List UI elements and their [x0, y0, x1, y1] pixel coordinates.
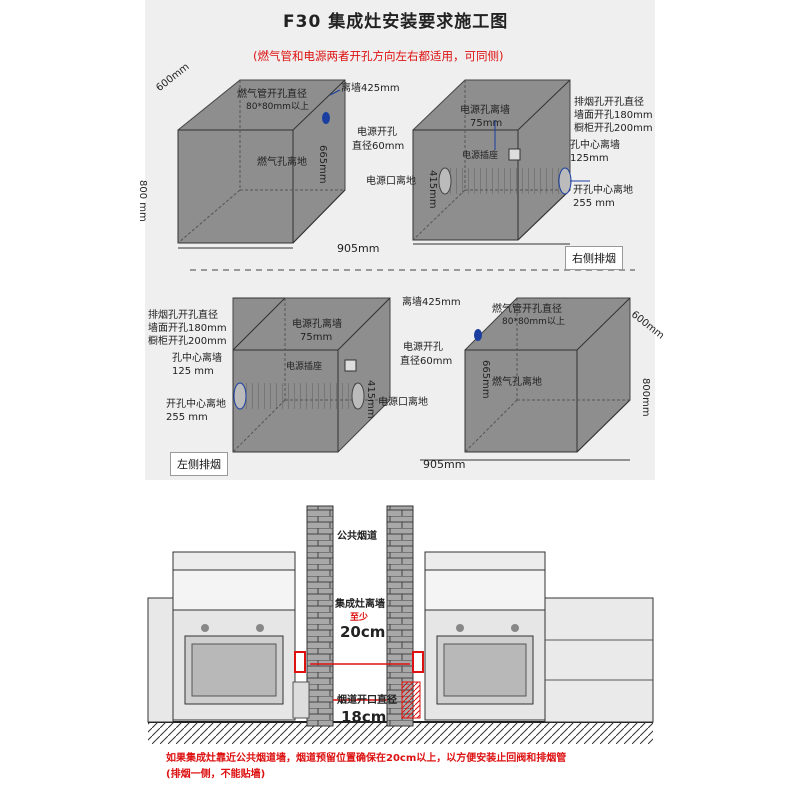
cabinet-top-left	[177, 79, 346, 249]
power-hole-label: 电源开孔	[403, 342, 443, 353]
gas-pipe-size: 80*80mm以上	[502, 317, 565, 327]
hole-center-ground: 开孔中心离地	[573, 185, 633, 196]
stove-left	[147, 551, 310, 723]
height-415: 415mm	[427, 170, 438, 209]
stove-right	[401, 551, 654, 723]
height-415: 415mm	[365, 380, 376, 419]
hole-center-value: 125mm	[570, 153, 609, 164]
chimney-wall-left	[306, 505, 334, 727]
power-wall-value: 75mm	[300, 332, 333, 343]
cabinet-bottom-left	[232, 297, 391, 453]
exhaust-label-2: 墙面开孔180mm	[574, 110, 653, 121]
install-note-line1: 如果集成灶靠近公共烟道墙，烟道预留位置确保在20cm以上，以方便安装止回阀和排烟…	[166, 753, 567, 764]
power-ground-label: 电源口离地	[366, 176, 416, 187]
exhaust-duct	[240, 383, 358, 409]
chimney-label: 公共烟道	[337, 531, 377, 542]
gas-hole-ground: 燃气孔离地	[492, 377, 542, 388]
width-label: 905mm	[337, 242, 380, 255]
exhaust-label-1: 排烟孔开孔直径	[574, 97, 644, 108]
power-hole-size: 直径60mm	[400, 356, 453, 367]
cabinet-top-right	[412, 79, 590, 245]
page-subtitle: (燃气管和电源两者开孔方向左右都适用，可同侧)	[253, 49, 504, 63]
exhaust-duct	[445, 168, 565, 194]
caption-right-exhaust: 右侧排烟	[565, 246, 623, 270]
gas-hole-height: 665mm	[317, 145, 328, 184]
at-least-label: 至少	[350, 613, 369, 623]
power-hole-size: 直径60mm	[352, 141, 405, 152]
height-label: 800mm	[640, 378, 651, 417]
gas-pipe-size: 80*80mm以上	[246, 102, 309, 112]
socket-icon	[344, 359, 357, 372]
flue-diameter-label: 烟道开口直径	[337, 695, 397, 706]
gas-hole-icon	[322, 112, 330, 124]
hole-center-ground: 开孔中心离地	[166, 399, 226, 410]
cabinet-bottom-right	[420, 297, 631, 461]
power-wall-label: 电源孔离墙	[292, 319, 342, 330]
width-label: 905mm	[423, 458, 466, 471]
gas-pipe-label: 燃气管开孔直径	[492, 304, 562, 315]
hole-center-ground-value: 255 mm	[573, 198, 615, 209]
exhaust-label-2: 墙面开孔180mm	[148, 323, 227, 334]
flue-diameter-value: 18cm	[341, 708, 387, 726]
hole-center-wall: 孔中心离墙	[172, 353, 222, 364]
hole-center-ground-value: 255 mm	[166, 412, 208, 423]
distance-value: 20cm	[340, 623, 386, 641]
gas-hole-height: 665mm	[480, 360, 491, 399]
hole-center-wall: 孔中心离墙	[570, 140, 620, 151]
gas-hole-icon	[474, 329, 482, 341]
caption-left-exhaust: 左侧排烟	[170, 452, 228, 476]
exhaust-label-3: 橱柜开孔200mm	[574, 123, 653, 134]
gas-pipe-label: 燃气管开孔直径	[237, 89, 307, 100]
gas-hole-ground: 燃气孔离地	[257, 157, 307, 168]
wall-distance: 离墙425mm	[341, 83, 400, 94]
socket-icon	[508, 148, 521, 161]
power-wall-label: 电源孔离墙	[460, 105, 510, 116]
install-scene	[147, 505, 654, 744]
power-wall-value: 75mm	[470, 118, 503, 129]
wall-distance: 离墙425mm	[402, 297, 461, 308]
socket-label: 电源插座	[462, 151, 499, 161]
power-hole-label: 电源开孔	[357, 127, 397, 138]
install-note-line2: (排烟一侧，不能贴墙)	[166, 769, 266, 780]
hole-center-value: 125 mm	[172, 366, 214, 377]
page-title: F30 集成灶安装要求施工图	[283, 12, 509, 32]
exhaust-label-1: 排烟孔开孔直径	[148, 310, 218, 321]
exhaust-label-3: 橱柜开孔200mm	[148, 336, 227, 347]
power-ground-label: 电源口离地	[378, 397, 428, 408]
height-label: 800 mm	[137, 180, 148, 222]
stove-distance-label: 集成灶离墙	[335, 599, 385, 610]
socket-label: 电源插座	[286, 362, 323, 372]
